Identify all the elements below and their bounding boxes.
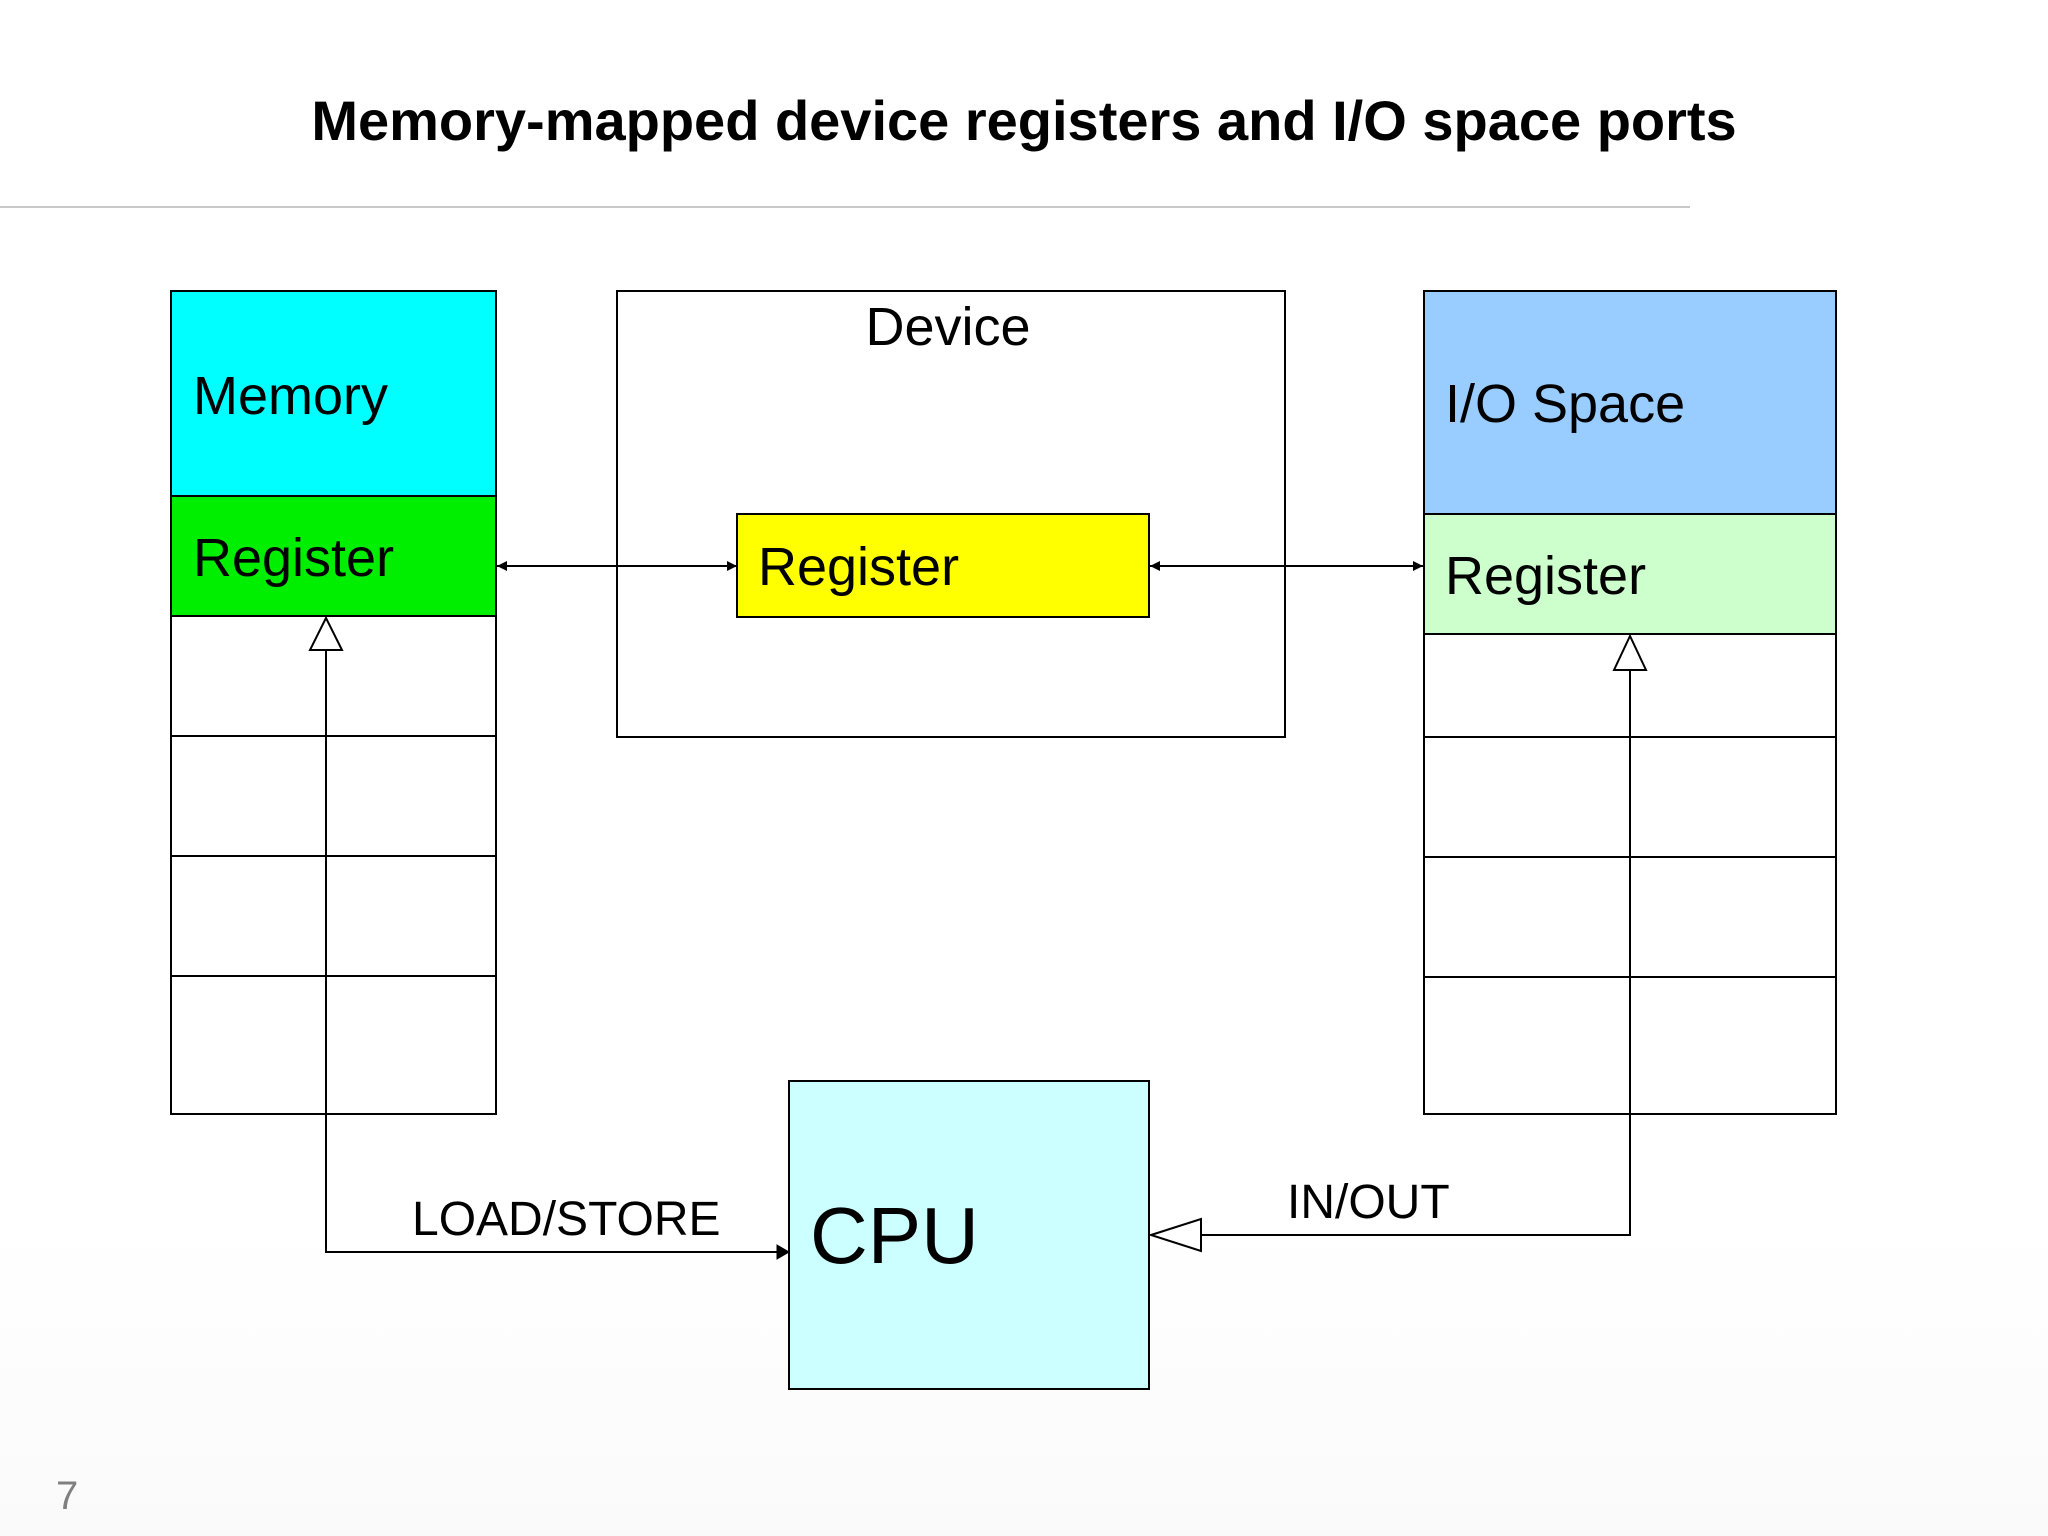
memory-cell bbox=[170, 735, 497, 857]
memory-header bbox=[170, 290, 497, 497]
in-out-path: IN/OUT bbox=[1147, 633, 1648, 1253]
load-store-line bbox=[325, 650, 777, 1253]
device-label: Device bbox=[865, 297, 1030, 357]
slide-title: Memory-mapped device registers and I/O s… bbox=[311, 89, 1737, 152]
load-store-arrowhead-cpu bbox=[776, 1244, 790, 1260]
io-space-register-label: Register bbox=[1445, 546, 1646, 606]
memory-label: Memory bbox=[193, 366, 388, 426]
load-store-path: LOAD/STORE bbox=[308, 615, 790, 1260]
in-out-label: IN/OUT bbox=[1287, 1176, 1450, 1229]
load-store-label: LOAD/STORE bbox=[412, 1193, 721, 1246]
device-register bbox=[736, 513, 1150, 618]
cpu-box bbox=[788, 1080, 1150, 1390]
memory-block: Memory Register bbox=[170, 290, 497, 1115]
io-space-header bbox=[1423, 290, 1837, 515]
io-space-label: I/O Space bbox=[1445, 374, 1685, 434]
page-number: 7 bbox=[56, 1474, 79, 1518]
memory-register bbox=[170, 495, 497, 617]
cpu-label: CPU bbox=[810, 1191, 979, 1280]
in-out-arrowhead-cpu bbox=[1147, 1217, 1202, 1253]
load-store-arrowhead-register bbox=[308, 615, 344, 651]
cpu-block: CPU bbox=[788, 1080, 1150, 1390]
title-divider bbox=[0, 206, 1690, 208]
in-out-line bbox=[1200, 670, 1631, 1236]
memory-cell bbox=[170, 855, 497, 977]
device-register-label: Register bbox=[758, 537, 959, 597]
device-block: Device Register bbox=[616, 290, 1286, 738]
memory-cell bbox=[170, 975, 497, 1115]
memory-register-label: Register bbox=[193, 528, 394, 588]
in-out-arrowhead-register bbox=[1612, 633, 1648, 671]
